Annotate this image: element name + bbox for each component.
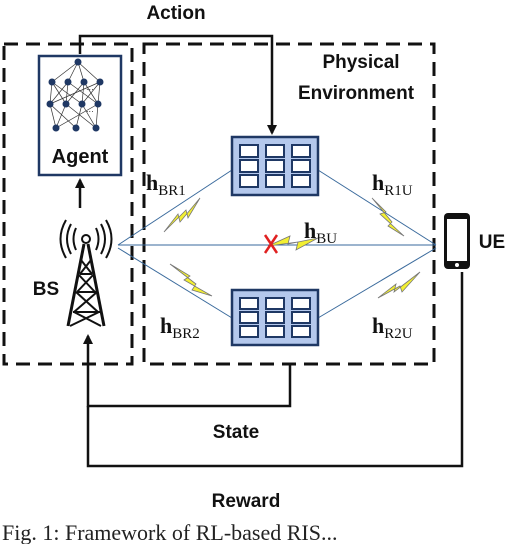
lightning-br1 (163, 197, 201, 233)
lightning-r2u (377, 271, 421, 299)
physical-label-line1: Physical (322, 52, 399, 73)
propagation-lines (117, 169, 437, 319)
ris-panel-2 (230, 288, 320, 347)
channel-br2-label: hBR2 (160, 313, 200, 342)
action-arrow (78, 34, 277, 135)
state-label: State (213, 422, 259, 443)
ue-label: UE (479, 232, 505, 253)
reward-path (86, 272, 464, 468)
lightning-bu (267, 235, 319, 251)
agent-side-dashed-box (2, 42, 134, 366)
agent-box: ... ... Agent (37, 54, 123, 177)
svg-text:...: ... (86, 105, 94, 114)
figure-caption: Fig. 1: Framework of RL-based RIS... (2, 520, 337, 544)
channel-bu-label: hBU (304, 218, 337, 247)
bs-label: BS (33, 279, 59, 300)
lightning-bolts (163, 197, 421, 299)
svg-text:...: ... (86, 83, 94, 92)
channel-br1-label: hBR1 (146, 170, 186, 199)
physical-label-line2: Environment (298, 83, 415, 104)
agent-label: Agent (52, 146, 109, 168)
smartphone-icon (444, 213, 470, 269)
lightning-r1u (371, 197, 405, 237)
channel-r2u-label: hR2U (372, 313, 413, 342)
antenna-tower-icon (59, 219, 113, 327)
state-arrow (83, 334, 292, 408)
x-mark-icon (263, 234, 279, 254)
ris-panel-1 (230, 135, 320, 197)
reward-label: Reward (212, 491, 281, 512)
channel-r1u-label: hR1U (372, 170, 413, 199)
action-label: Action (146, 3, 205, 24)
neural-network-icon: ... ... (46, 58, 104, 132)
lightning-br2 (169, 263, 213, 297)
